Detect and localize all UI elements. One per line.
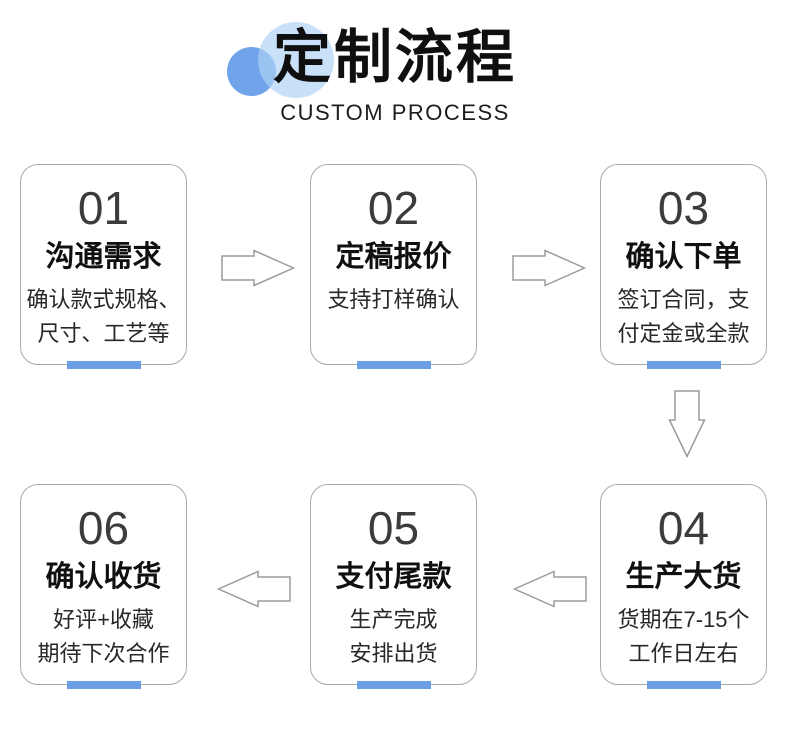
flow-arrow-left-icon <box>513 570 587 608</box>
step-number: 05 <box>367 502 420 554</box>
section-title: 定制流程 <box>272 25 517 90</box>
step-title: 确认下单 <box>625 241 742 273</box>
accent-bar <box>356 361 431 369</box>
flow-arrow-down-icon <box>668 390 706 458</box>
accent-bar <box>646 361 721 369</box>
step-number: 03 <box>657 182 710 234</box>
step-number: 01 <box>77 182 130 234</box>
decor-circle-light <box>258 22 334 98</box>
step-card-02: 02 定稿报价 支持打样确认 <box>310 164 477 369</box>
step-description: 确认款式规格、 尺寸、工艺等 <box>26 287 181 346</box>
step-description: 生产完成 安排出货 <box>349 607 438 666</box>
step-title: 支付尾款 <box>335 561 452 593</box>
accent-bar <box>66 361 141 369</box>
accent-bar <box>356 681 431 689</box>
accent-bar <box>646 681 721 689</box>
step-description: 签订合同，支 付定金或全款 <box>617 287 750 346</box>
step-title: 确认收货 <box>45 561 162 593</box>
step-title: 沟通需求 <box>45 241 162 273</box>
step-description: 支持打样确认 <box>327 287 460 312</box>
step-number: 04 <box>657 502 710 554</box>
step-title: 定稿报价 <box>335 241 452 273</box>
step-title: 生产大货 <box>625 561 742 593</box>
step-number: 02 <box>367 182 420 234</box>
step-description: 好评+收藏 期待下次合作 <box>37 607 170 666</box>
accent-bar <box>66 681 141 689</box>
step-description: 货期在7-15个 工作日左右 <box>617 607 750 666</box>
step-card-05: 05 支付尾款 生产完成 安排出货 <box>310 484 477 689</box>
step-number: 06 <box>77 502 130 554</box>
step-card-04: 04 生产大货 货期在7-15个 工作日左右 <box>600 484 767 689</box>
flow-arrow-right-icon <box>221 249 295 287</box>
flow-arrow-right-icon <box>512 249 586 287</box>
section-subtitle: CUSTOM PROCESS <box>280 100 510 125</box>
flow-arrow-left-icon <box>217 570 291 608</box>
step-card-03: 03 确认下单 签订合同，支 付定金或全款 <box>600 164 767 369</box>
step-card-06: 06 确认收货 好评+收藏 期待下次合作 <box>20 484 187 689</box>
step-card-01: 01 沟通需求 确认款式规格、 尺寸、工艺等 <box>20 164 187 369</box>
